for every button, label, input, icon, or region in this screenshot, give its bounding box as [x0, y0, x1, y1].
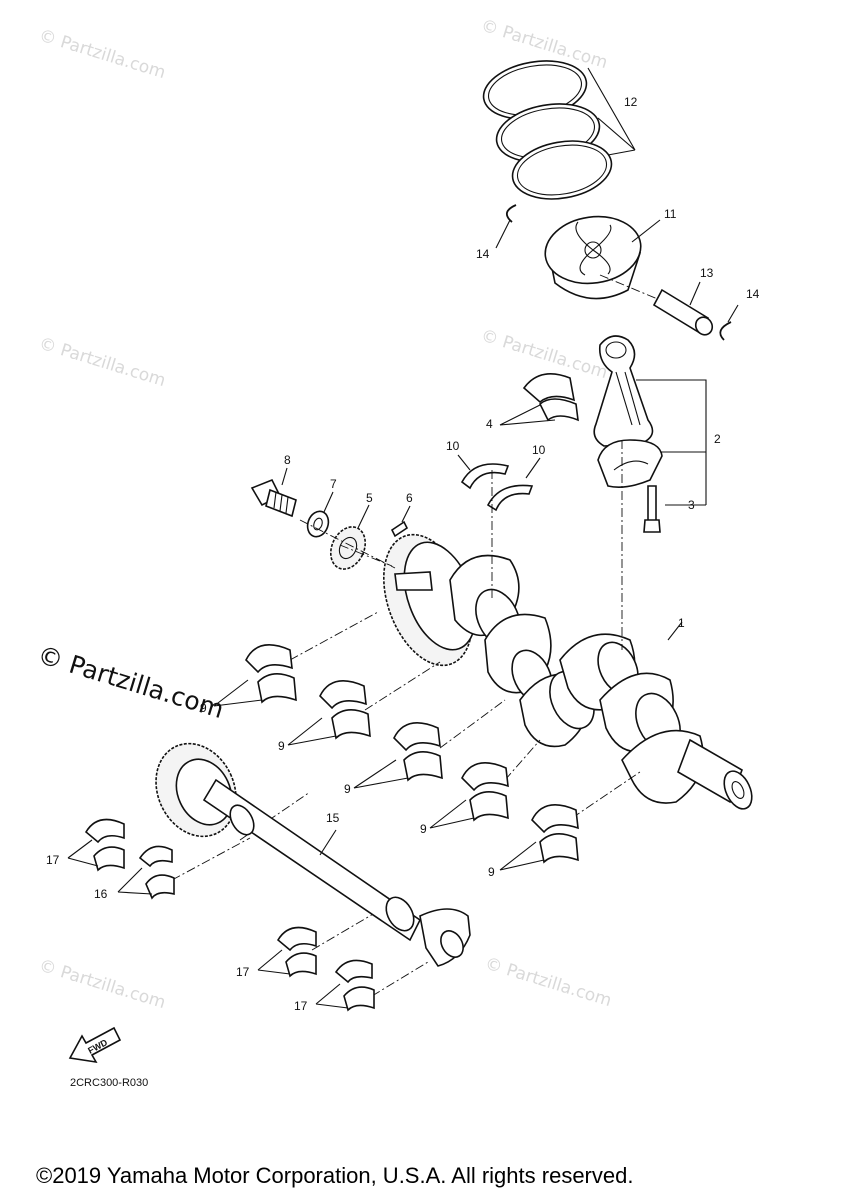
piston-clip — [719, 321, 732, 341]
callout-9: 9 — [420, 822, 427, 836]
callout-15: 15 — [326, 811, 340, 825]
washer — [306, 491, 334, 538]
watermark-text: © Partzilla.com — [483, 954, 614, 1011]
callout-5: 5 — [366, 491, 373, 505]
callout-14: 14 — [476, 247, 490, 261]
assembly-centerlines — [171, 440, 641, 997]
callout-4: 4 — [486, 417, 493, 431]
callout-7: 7 — [330, 477, 337, 491]
callout-8: 8 — [284, 453, 291, 467]
connecting-rod — [593, 335, 707, 506]
callout-11: 11 — [664, 207, 677, 221]
rod-bolt — [643, 485, 684, 533]
watermark-text: © Partzilla.com — [37, 334, 168, 391]
thrust-washers — [457, 454, 541, 512]
fwd-arrow-icon: FWD — [68, 1026, 122, 1064]
drawing-code: 2CRC300-R030 — [70, 1077, 148, 1089]
callout-9: 9 — [344, 782, 351, 796]
watermark-text-bold: © Partzilla.com — [34, 640, 227, 724]
crank-end-bolt — [250, 467, 297, 518]
balancer-shaft — [155, 742, 471, 967]
piston-rings — [482, 60, 636, 200]
callout-3: 3 — [688, 498, 695, 512]
callout-16: 16 — [94, 887, 108, 901]
callout-6: 6 — [406, 491, 413, 505]
callout-2: 2 — [714, 432, 721, 446]
callout-14: 14 — [746, 287, 760, 301]
callout-17: 17 — [46, 853, 60, 867]
callout-13: 13 — [700, 266, 714, 280]
callout-12: 12 — [624, 95, 638, 109]
piston — [544, 215, 661, 300]
callout-17: 17 — [294, 999, 308, 1013]
callout-9: 9 — [488, 865, 495, 879]
crankshaft — [382, 533, 753, 810]
copyright-footer: ©2019 Yamaha Motor Corporation, U.S.A. A… — [36, 1163, 634, 1188]
callout-9: 9 — [200, 701, 207, 715]
watermark-text: © Partzilla.com — [37, 956, 168, 1013]
callout-17: 17 — [236, 965, 250, 979]
main-bearings — [213, 644, 579, 871]
callout-labels: 12 11 14 13 14 4 2 10 10 8 7 6 5 3 1 9 9… — [46, 95, 760, 1013]
piston-pin — [599, 274, 714, 336]
piston-clip — [506, 204, 517, 223]
woodruff-key — [390, 505, 411, 538]
callout-1: 1 — [678, 616, 685, 630]
rod-bearings — [499, 372, 579, 426]
callout-10: 10 — [532, 443, 546, 457]
callout-9: 9 — [278, 739, 285, 753]
crank-gear — [329, 504, 370, 570]
callout-10: 10 — [446, 439, 460, 453]
balancer-bearings — [67, 818, 375, 1012]
watermark-text: © Partzilla.com — [37, 26, 168, 83]
